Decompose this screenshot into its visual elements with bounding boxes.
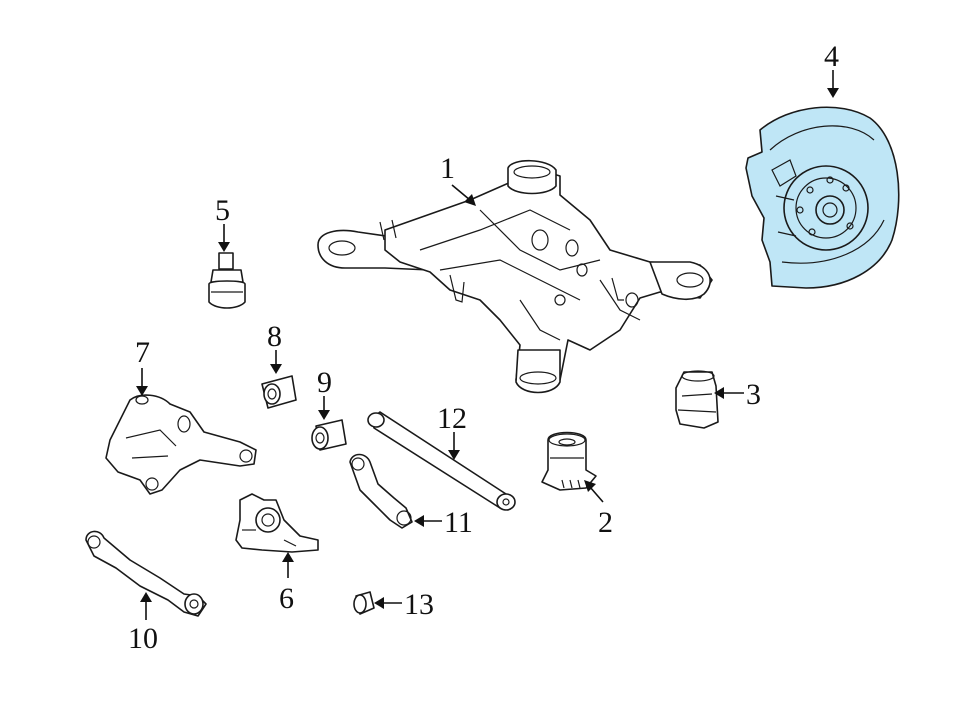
part-2-differential-mount[interactable] — [541, 431, 597, 491]
part-12-lateral-link[interactable] — [367, 411, 516, 511]
part-4-brake-shield-hub[interactable] — [745, 106, 900, 289]
callout-13: 13 — [404, 588, 434, 621]
callout-12: 12 — [437, 402, 467, 435]
part-8-bushing[interactable] — [261, 375, 297, 409]
callout-4: 4 — [824, 40, 839, 73]
callout-6: 6 — [279, 582, 294, 615]
callout-10: 10 — [128, 622, 158, 655]
callout-9: 9 — [317, 366, 332, 399]
part-1-subframe[interactable] — [317, 159, 713, 394]
part-11-camber-link[interactable] — [349, 453, 413, 529]
leader-lines — [136, 70, 839, 620]
part-3-bushing-mount[interactable] — [675, 370, 719, 429]
callout-1: 1 — [440, 152, 455, 185]
part-7-control-arm[interactable] — [105, 394, 257, 495]
callout-7: 7 — [135, 336, 150, 369]
part-10-lower-arm[interactable] — [85, 530, 207, 617]
callout-labels: 1 2 3 4 5 6 7 8 9 10 11 12 13 — [128, 40, 839, 655]
callout-5: 5 — [215, 194, 230, 227]
part-13-small-bushing[interactable] — [353, 591, 375, 615]
part-9-bushing[interactable] — [311, 419, 347, 451]
part-5-ball-joint[interactable] — [208, 252, 246, 309]
part-6-bracket[interactable] — [235, 493, 319, 553]
callout-11: 11 — [444, 506, 473, 539]
callout-2: 2 — [598, 506, 613, 539]
callout-3: 3 — [746, 378, 761, 411]
callout-8: 8 — [267, 320, 282, 353]
